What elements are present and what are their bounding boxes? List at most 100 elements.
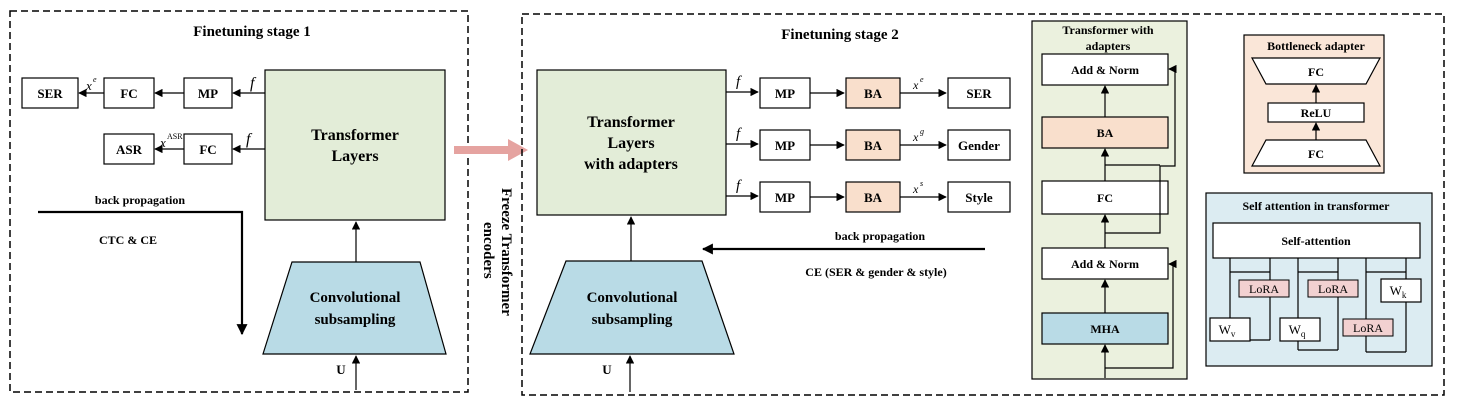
stage1-backprop-label: back propagation	[95, 193, 185, 207]
adapter-fc-label: FC	[1097, 191, 1113, 205]
stage2-out-row3-label: Style	[965, 190, 993, 205]
stage2-conv-trapezoid	[529, 260, 735, 355]
stage2-ba-row2-label: BA	[864, 138, 883, 153]
stage2-mp-row1-label: MP	[775, 86, 795, 101]
lora-3-label: LoRA	[1353, 321, 1383, 335]
stage2-panel: Finetuning stage 2 Transformer Layers wi…	[521, 13, 1445, 396]
stage2-f-row3: f	[736, 178, 742, 194]
stage1-input-label: U	[336, 362, 346, 377]
stage2-xsup-row1: e	[920, 75, 924, 84]
stage-transition-arrow	[454, 139, 528, 161]
stage1-xe-sup: e	[93, 75, 97, 84]
wq-label: Wq	[1289, 322, 1306, 339]
self-attention-box	[1212, 222, 1421, 259]
stage2-x-row2: x	[912, 130, 919, 144]
stage1-conv-trapezoid	[262, 261, 447, 355]
stage2-f-row2: f	[736, 126, 742, 142]
adapter-panel-title-1: Transformer with	[1062, 23, 1154, 37]
wv-w: W	[1219, 322, 1232, 337]
adapter-mha-label: MHA	[1090, 322, 1120, 336]
stage1-xasr-base: x	[159, 135, 166, 150]
stage2-transformer-line2: Layers	[607, 135, 654, 152]
adapter-add-norm-bottom-label: Add & Norm	[1071, 257, 1139, 271]
stage1-asr-box	[103, 133, 155, 165]
stage1-xasr-sup: ASR	[167, 132, 183, 141]
freeze-line2: encoders	[480, 222, 496, 279]
stage2-out-row2	[947, 129, 1011, 161]
bottleneck-relu-label: ReLU	[1301, 106, 1332, 120]
stage2-out-row3	[947, 181, 1011, 213]
stage2-ba-row1-label: BA	[864, 86, 883, 101]
stage2-conv-line2: subsampling	[592, 312, 673, 328]
self-attention-title: Self attention in transformer	[1243, 199, 1391, 213]
stage1-fc-top-label: FC	[120, 86, 137, 101]
stage1-xe-base: x	[85, 78, 92, 93]
wk-sub: k	[1402, 290, 1407, 300]
adapter-add-norm-top	[1041, 53, 1169, 86]
adapter-panel-title-2: adapters	[1086, 39, 1131, 53]
stage1-asr-label: ASR	[116, 142, 143, 157]
wv-label: Wv	[1219, 322, 1236, 339]
stage2-mp-row3	[759, 181, 811, 213]
wk-box	[1380, 278, 1422, 303]
stage1-ser-label: SER	[37, 86, 63, 101]
stage2-out-row1	[947, 77, 1011, 109]
adapter-panel: Transformer with adapters Add & Norm BA …	[1031, 20, 1188, 380]
wq-w: W	[1289, 322, 1302, 337]
self-attention-label: Self-attention	[1281, 234, 1351, 248]
lora-2-label: LoRA	[1318, 282, 1348, 296]
stage1-title: Finetuning stage 1	[193, 24, 311, 40]
adapter-add-norm-top-label: Add & Norm	[1071, 63, 1139, 77]
wk-w: W	[1390, 283, 1403, 298]
stage1-fc-bottom-label: FC	[199, 142, 216, 157]
bottleneck-fc-top	[1250, 57, 1382, 85]
stage2-transformer-box	[536, 69, 727, 216]
stage2-conv-line1: Convolutional	[587, 290, 678, 306]
lora-2	[1307, 279, 1359, 298]
stage2-f-row1: f	[736, 74, 742, 90]
adapter-fc-box	[1041, 180, 1169, 215]
stage1-loss-label: CTC & CE	[99, 233, 157, 247]
wq-box	[1279, 317, 1321, 342]
adapter-add-norm-bottom	[1041, 247, 1169, 280]
stage1-ser-box	[21, 77, 79, 109]
stage2-x-row1: x	[912, 78, 919, 92]
freeze-line1: Freeze Transformer	[498, 188, 514, 316]
stage1-panel: Finetuning stage 1 SER FC MP f x e ASR F…	[9, 10, 469, 393]
stage2-mp-row3-label: MP	[775, 190, 795, 205]
adapter-ba-label: BA	[1097, 126, 1114, 140]
adapter-ba-box	[1041, 116, 1169, 149]
stage2-out-row2-label: Gender	[958, 138, 1000, 153]
lora-3	[1342, 318, 1394, 337]
stage2-out-row1-label: SER	[966, 86, 992, 101]
stage2-xsup-row3: s	[920, 179, 923, 188]
stage2-mp-row1	[759, 77, 811, 109]
self-attention-panel: Self attention in transformer Self-atten…	[1205, 192, 1433, 367]
stage2-title: Finetuning stage 2	[781, 27, 899, 43]
bottleneck-fc-bottom-label: FC	[1308, 147, 1324, 161]
stage1-fc-top-box	[103, 77, 155, 109]
stage1-f-top: f	[250, 75, 257, 92]
stage2-ba-row1	[845, 77, 901, 109]
stage2-backprop-label: back propagation	[835, 229, 925, 243]
lora-1	[1238, 279, 1290, 298]
stage2-mp-row2-label: MP	[775, 138, 795, 153]
stage2-transformer-line1: Transformer	[587, 114, 675, 131]
stage2-input-label: U	[602, 362, 612, 377]
bottleneck-fc-bottom	[1250, 139, 1382, 167]
stage2-transformer-line3: with adapters	[584, 156, 678, 173]
wv-box	[1209, 317, 1251, 342]
stage2-ba-row3-label: BA	[864, 190, 883, 205]
stage2-x-row3: x	[912, 182, 919, 196]
bottleneck-fc-top-label: FC	[1308, 65, 1324, 79]
stage1-conv-line2: subsampling	[315, 312, 396, 328]
stage2-loss-label: CE (SER & gender & style)	[805, 265, 946, 279]
stage1-fc-bottom-box	[183, 133, 233, 165]
stage2-ba-row3	[845, 181, 901, 213]
stage1-transformer-line2: Layers	[331, 148, 378, 165]
stage1-transformer-line1: Transformer	[311, 127, 399, 144]
stage1-transformer-box	[264, 69, 446, 221]
stage1-conv-line1: Convolutional	[310, 290, 401, 306]
stage1-f-bottom: f	[246, 131, 253, 148]
